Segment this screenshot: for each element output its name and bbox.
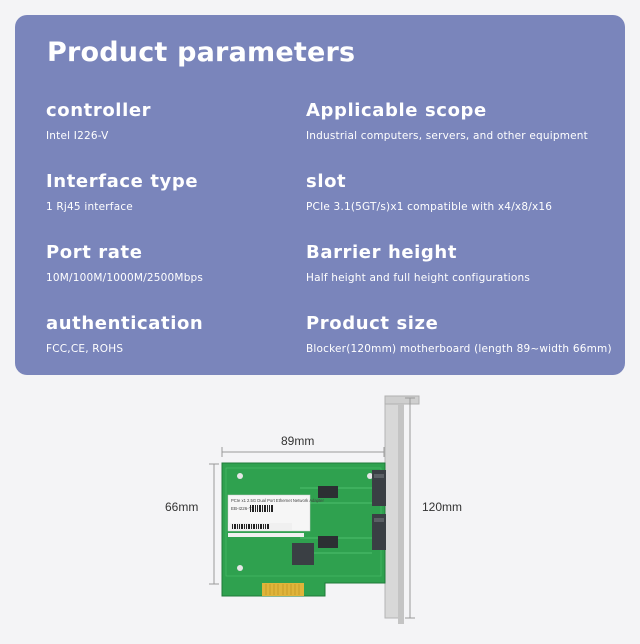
param-label: slot bbox=[306, 171, 347, 192]
height-dimension-label: 120mm bbox=[422, 500, 463, 514]
param-label: Interface type bbox=[46, 171, 199, 192]
param-label: Applicable scope bbox=[306, 100, 487, 121]
param-slot: slot PCIe 3.1(5GT/s)x1 compatible with x… bbox=[306, 171, 552, 213]
param-value: PCIe 3.1(5GT/s)x1 compatible with x4/x8/… bbox=[306, 201, 553, 213]
width-dimension-label: 66mm bbox=[165, 500, 199, 514]
gold-finger-connector bbox=[262, 583, 304, 596]
length-dimension-label: 89mm bbox=[281, 434, 315, 448]
bracket bbox=[384, 395, 420, 624]
product-dimension-diagram: PCIe x1 2.5G Dual Port Ethernet Network … bbox=[0, 378, 640, 640]
param-value: Blocker(120mm) motherboard (length 89~wi… bbox=[306, 343, 612, 355]
param-label: controller bbox=[46, 100, 152, 121]
network-card-illustration: PCIe x1 2.5G Dual Port Ethernet Network … bbox=[209, 395, 420, 624]
param-value: Half height and full height configuratio… bbox=[306, 272, 531, 284]
param-product-size: Product size Blocker(120mm) motherboard … bbox=[306, 313, 612, 355]
param-value: Industrial computers, servers, and other… bbox=[306, 130, 588, 142]
param-value: FCC,CE, ROHS bbox=[46, 343, 124, 355]
param-value: 1 Rj45 interface bbox=[46, 201, 133, 213]
controller-chip bbox=[292, 543, 314, 565]
param-port-rate: Port rate 10M/100M/1000M/2500Mbps bbox=[46, 242, 203, 284]
param-value: 10M/100M/1000M/2500Mbps bbox=[46, 272, 204, 284]
param-interface-type: Interface type 1 Rj45 interface bbox=[46, 171, 198, 213]
dimension-lines bbox=[209, 397, 415, 619]
param-controller: controller Intel I226-V bbox=[46, 100, 151, 142]
param-value: Intel I226-V bbox=[46, 130, 109, 142]
sticker-text: PCIe x1 2.5G Dual Port Ethernet Network … bbox=[231, 498, 324, 503]
rj45-ports bbox=[372, 470, 386, 550]
param-label: Product size bbox=[306, 313, 439, 334]
sticker-model: EB-I226-T2 bbox=[231, 506, 255, 511]
param-applicable-scope: Applicable scope Industrial computers, s… bbox=[306, 100, 588, 142]
param-label: authentication bbox=[46, 313, 204, 334]
magnetics-chip bbox=[318, 486, 338, 498]
product-parameters-panel: Product parameters controller Intel I226… bbox=[15, 15, 625, 375]
param-barrier-height: Barrier height Half height and full heig… bbox=[306, 242, 530, 284]
label-sticker: PCIe x1 2.5G Dual Port Ethernet Network … bbox=[227, 494, 324, 537]
param-label: Port rate bbox=[46, 242, 143, 263]
magnetics-chip bbox=[318, 536, 338, 548]
page-title: Product parameters bbox=[47, 37, 356, 68]
param-authentication: authentication FCC,CE, ROHS bbox=[46, 313, 203, 355]
param-label: Barrier height bbox=[306, 242, 458, 263]
